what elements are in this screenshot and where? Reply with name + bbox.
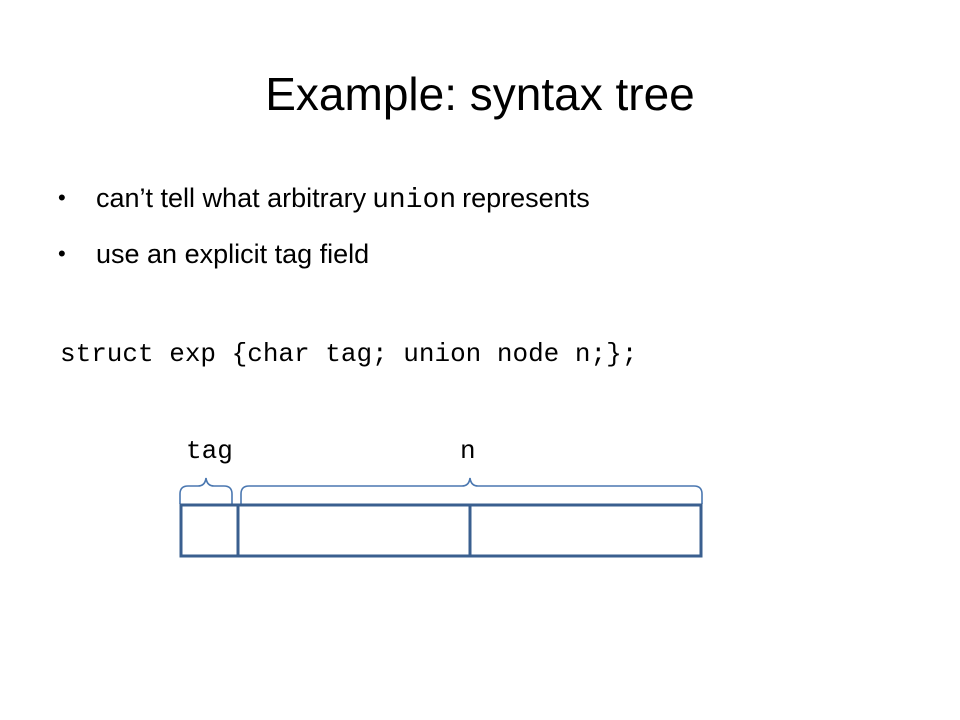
- tag-label: tag: [186, 436, 233, 466]
- n-label: n: [460, 436, 476, 466]
- bullet-text: use an explicit tag field: [96, 239, 370, 269]
- bullet-dot-icon: •: [58, 241, 66, 266]
- n-brace: [240, 477, 703, 504]
- tag-brace: [179, 477, 233, 504]
- slide-title: Example: syntax tree: [265, 68, 695, 120]
- bullet-text-after: represents: [462, 183, 590, 213]
- bullet-inline-code: union: [372, 185, 457, 216]
- bullet-item-tag-field: • use an explicit tag field: [58, 226, 590, 282]
- bullet-text-before: can’t tell what arbitrary: [96, 183, 367, 213]
- bullet-dot-icon: •: [58, 185, 66, 210]
- struct-outline-box: [179, 503, 703, 558]
- struct-code-line: struct exp {char tag; union node n;};: [60, 339, 638, 369]
